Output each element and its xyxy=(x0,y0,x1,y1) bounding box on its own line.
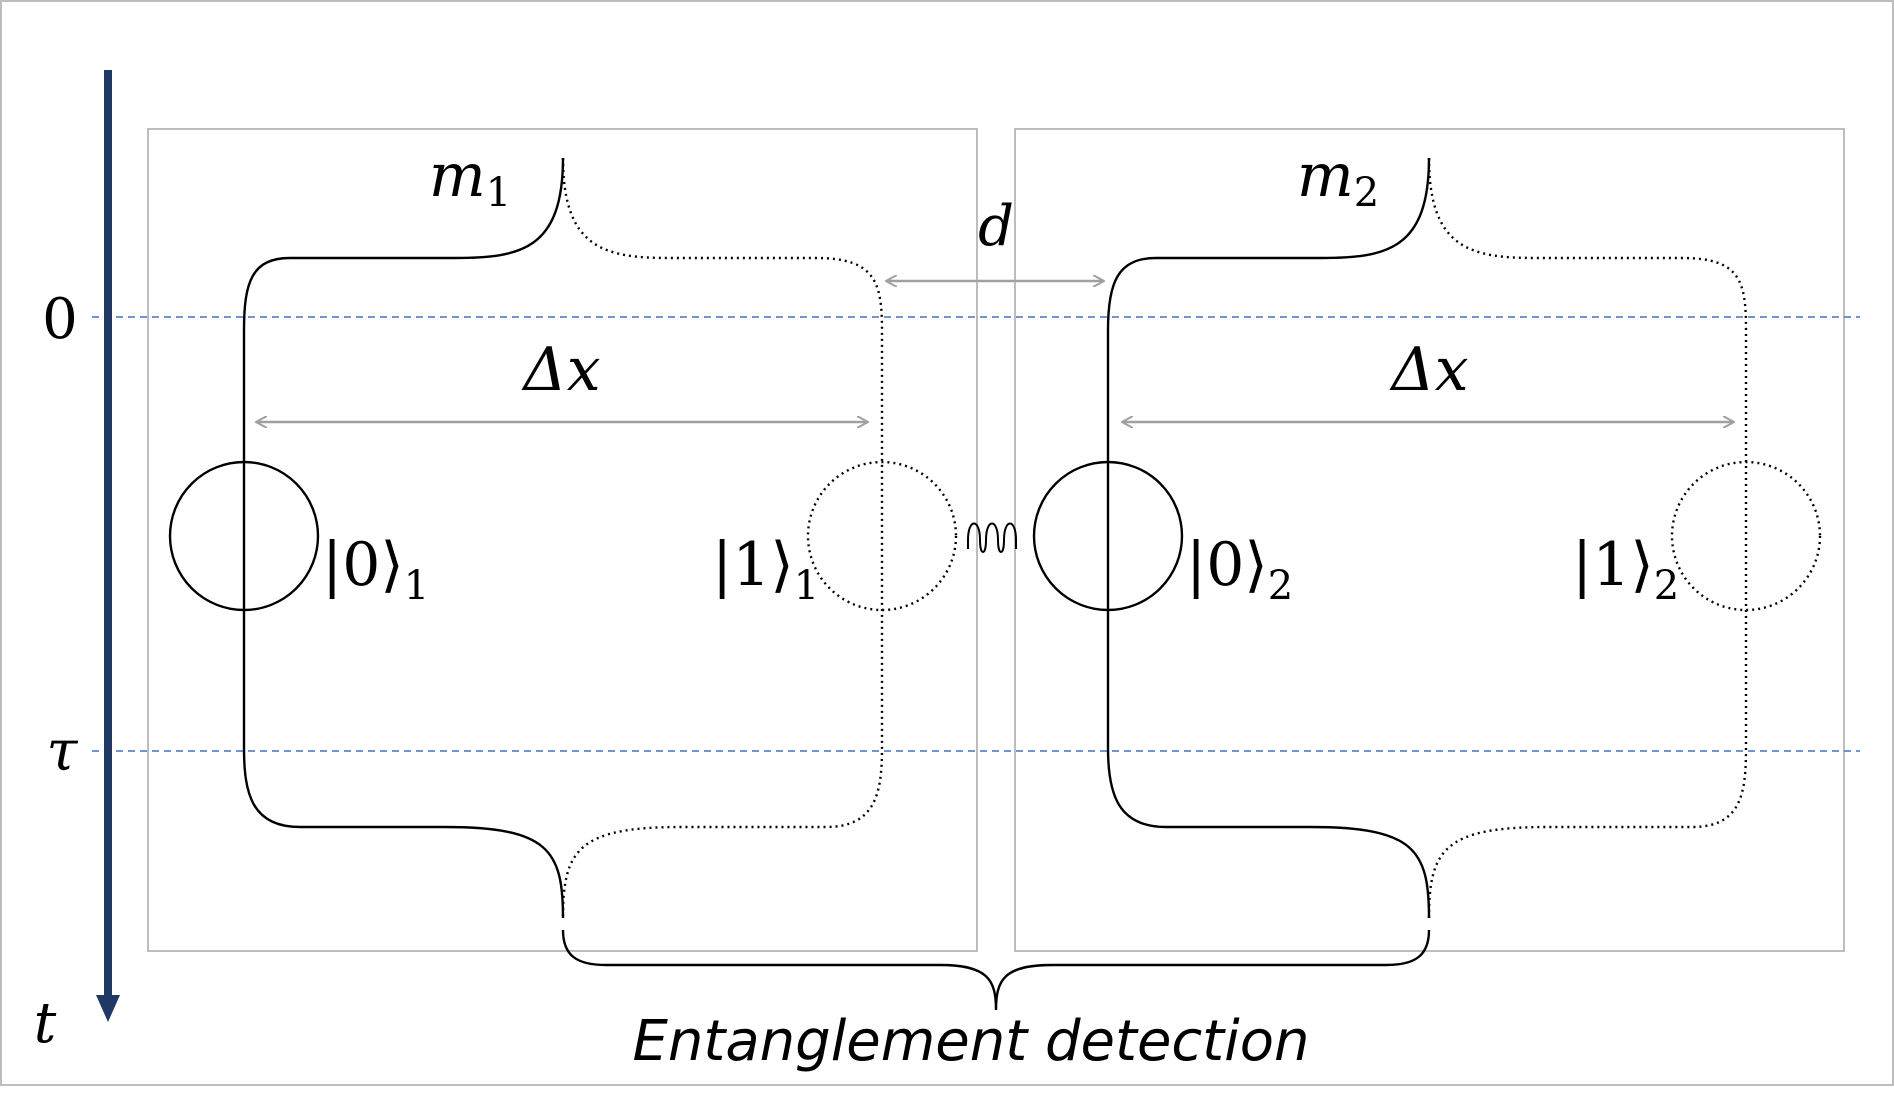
ket-1-label-1-main: |1⟩ xyxy=(712,530,794,600)
delta-x-label-1: Δx xyxy=(521,335,600,405)
panel-box-1 xyxy=(147,128,978,952)
ket-1-label-2: |1⟩2 xyxy=(1572,530,1679,609)
time-axis-arrowhead xyxy=(96,995,120,1022)
ket-1-label-1: |1⟩1 xyxy=(712,530,819,609)
mass-label-1-base: m xyxy=(429,141,486,211)
caption-entanglement-detection: Entanglement detection xyxy=(633,1009,1310,1074)
time-axis-label: t xyxy=(34,991,57,1056)
ket-0-label-2: |0⟩2 xyxy=(1186,530,1293,609)
mass-2-state-1 xyxy=(1670,460,1822,612)
mass-label-2-index: 2 xyxy=(1354,170,1379,216)
time-mark-zero: 0 xyxy=(42,287,78,352)
mass-label-1: m1 xyxy=(429,141,511,216)
mass-1-state-1 xyxy=(806,460,958,612)
branch-0-trajectory-1 xyxy=(242,157,565,919)
panel-1: Δx m1 |0⟩1 |1⟩1 xyxy=(168,141,958,919)
mass-label-2-base: m xyxy=(1297,141,1354,211)
panel-2: Δx m2 |0⟩2 |1⟩2 xyxy=(1032,141,1822,919)
delta-x-label-2: Δx xyxy=(1389,335,1468,405)
mass-label-2: m2 xyxy=(1297,141,1379,216)
separation-label: d xyxy=(978,194,1014,259)
wavy-interaction-icon xyxy=(967,522,1017,553)
ket-1-label-2-main: |1⟩ xyxy=(1572,530,1654,600)
panel-box-2 xyxy=(1014,128,1845,952)
ket-1-label-1-index: 1 xyxy=(794,563,819,609)
time-mark-tau: τ xyxy=(47,719,79,784)
ket-0-label-1-index: 1 xyxy=(404,563,429,609)
entanglement-brace xyxy=(561,929,1431,1011)
branch-0-trajectory-2 xyxy=(1106,157,1431,919)
ket-0-label-1: |0⟩1 xyxy=(322,530,429,609)
ket-0-label-2-index: 2 xyxy=(1268,563,1293,609)
mass-1-state-0 xyxy=(168,460,320,612)
mass-label-1-index: 1 xyxy=(486,170,511,216)
ket-0-label-1-main: |0⟩ xyxy=(322,530,404,600)
ket-1-label-2-index: 2 xyxy=(1654,563,1679,609)
branch-1-trajectory-2 xyxy=(1427,157,1748,919)
mass-2-state-0 xyxy=(1032,460,1184,612)
ket-0-label-2-main: |0⟩ xyxy=(1186,530,1268,600)
branch-1-trajectory-1 xyxy=(561,157,884,919)
figure-frame xyxy=(0,0,1894,1086)
